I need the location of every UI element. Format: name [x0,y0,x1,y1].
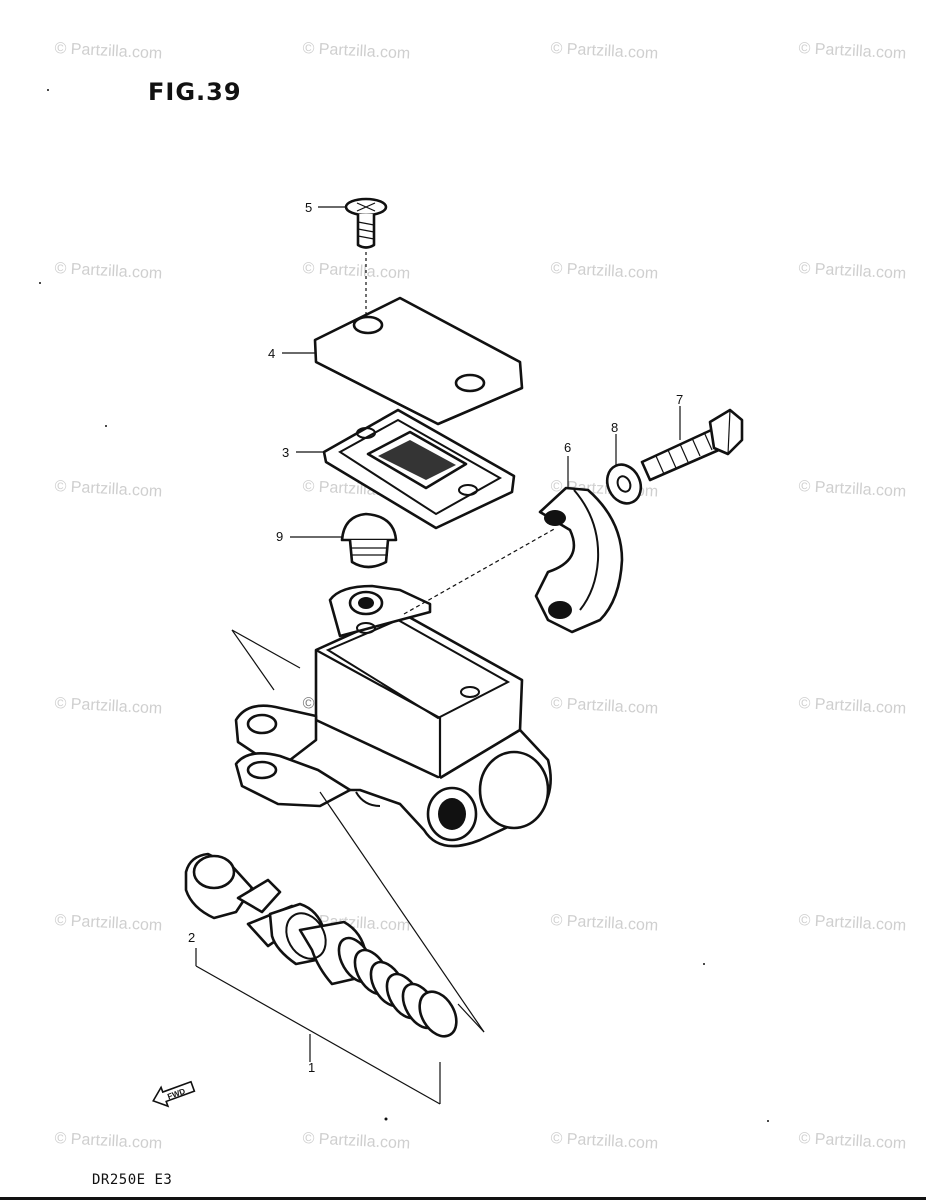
part-7-bolt[interactable] [640,408,744,482]
callout-7: 7 [676,392,683,407]
callout-5: 5 [305,200,312,215]
forward-direction-arrow-icon: FWD [152,1080,196,1108]
figure-title: FIG.39 [148,78,242,106]
part-8-washer[interactable] [601,459,647,509]
part-6-clamp[interactable] [534,486,624,634]
model-code: DR250E E3 [92,1172,173,1188]
callout-4: 4 [268,346,275,361]
part-5-screw[interactable] [344,197,388,249]
callout-2: 2 [188,930,195,945]
callout-6: 6 [564,440,571,455]
part-1-spring[interactable] [332,932,464,1043]
callout-9: 9 [276,529,283,544]
part-9-plug[interactable] [340,512,398,569]
callout-8: 8 [611,420,618,435]
callout-1: 1 [308,1060,315,1075]
part-3-diaphragm[interactable] [322,408,516,530]
part-2-piston-assembly[interactable] [184,852,368,986]
part-4-reservoir-cap[interactable] [313,296,524,426]
callout-3: 3 [282,445,289,460]
master-cylinder-body[interactable] [234,584,552,848]
bottom-rule [0,1197,926,1200]
